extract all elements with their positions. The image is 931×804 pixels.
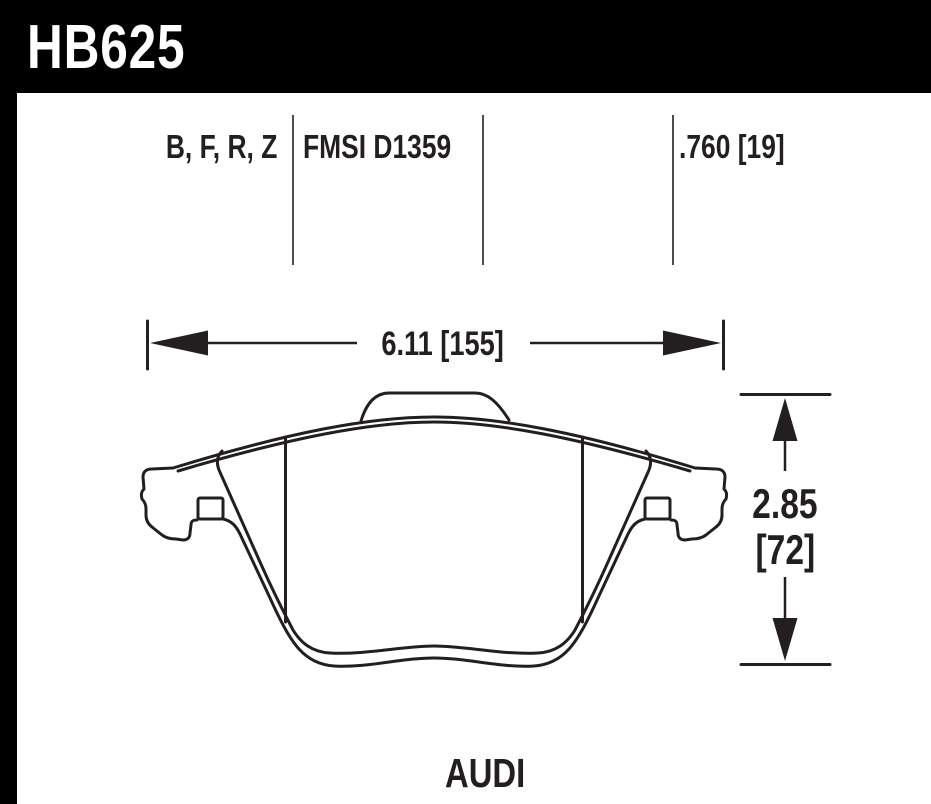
height-dimension-inches: 2.85 bbox=[752, 480, 818, 527]
width-dim-right-arrowhead bbox=[663, 330, 721, 356]
right-clip-window bbox=[643, 496, 672, 521]
header-bar: HB625 bbox=[0, 0, 931, 93]
spec-divider-2 bbox=[482, 115, 484, 265]
right-ear-outline bbox=[668, 466, 729, 542]
height-dim-up-arrowhead bbox=[772, 398, 798, 441]
height-dim-down-arrowhead bbox=[772, 618, 798, 661]
left-ear-outline bbox=[139, 466, 200, 542]
spec-divider-1 bbox=[292, 115, 294, 265]
left-edge-bar bbox=[0, 0, 17, 804]
pad-inner-lower-outline bbox=[215, 449, 653, 655]
spec-compounds-text: B, F, R, Z bbox=[165, 128, 277, 165]
top-arc-outer-line bbox=[171, 415, 697, 470]
width-dimension-label: 6.11 [155] bbox=[340, 325, 546, 364]
spec-thickness: .760 [19] bbox=[679, 128, 811, 166]
brake-pad-outline bbox=[139, 391, 729, 668]
vehicle-application: AUDI bbox=[383, 750, 587, 797]
width-dimension-text: 6.11 [155] bbox=[381, 325, 505, 363]
vehicle-application-text: AUDI bbox=[444, 750, 526, 796]
part-number: HB625 bbox=[27, 13, 186, 82]
spec-thickness-text: .760 [19] bbox=[679, 128, 785, 165]
top-arc-inner-line bbox=[176, 420, 692, 473]
left-clip-window bbox=[196, 496, 225, 521]
height-dimension-label: 2.85 [72] bbox=[728, 481, 842, 573]
height-dimension bbox=[739, 393, 832, 666]
height-dimension-mm: [72] bbox=[755, 526, 815, 573]
pad-outer-lower-outline bbox=[221, 517, 647, 668]
spec-fmsi-text: FMSI D1359 bbox=[303, 128, 452, 165]
spec-compounds: B, F, R, Z bbox=[0, 128, 277, 166]
width-dimension bbox=[146, 319, 725, 371]
spec-divider-3 bbox=[672, 115, 674, 265]
top-center-hump bbox=[359, 391, 511, 423]
spec-fmsi: FMSI D1359 bbox=[303, 128, 488, 166]
width-dim-left-arrowhead bbox=[150, 330, 208, 356]
